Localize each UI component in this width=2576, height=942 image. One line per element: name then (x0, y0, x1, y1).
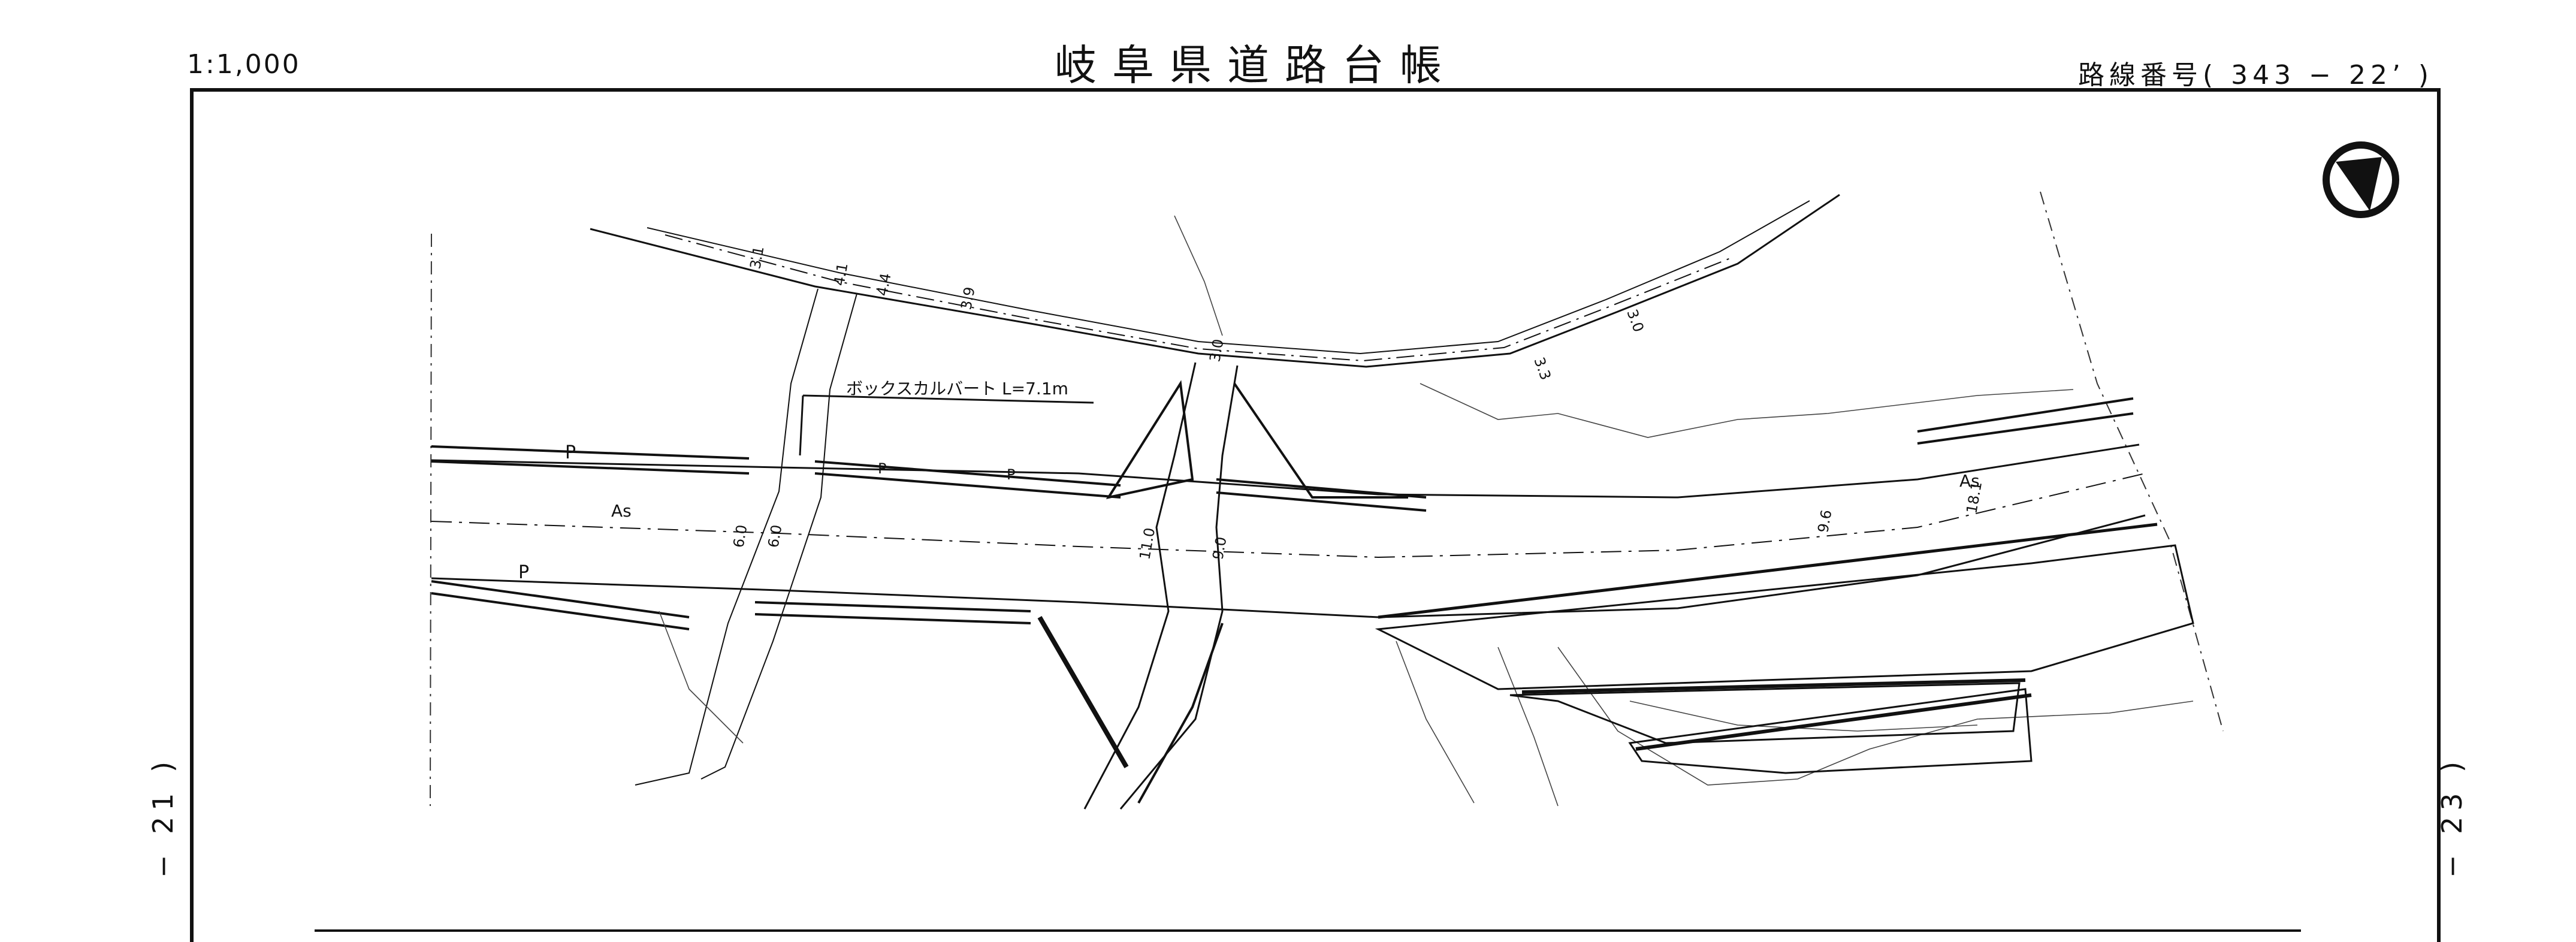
crossing-road (1037, 362, 1408, 810)
width-label: 3.0 (1206, 338, 1227, 363)
width-labels: 3.1 4.1 4.4 3.9 3.0 3.3 3.0 6.0 6.0 11.0… (730, 245, 1985, 561)
width-label: 9.0 (1209, 536, 1230, 561)
surface-label: As (611, 501, 632, 521)
width-label: 11.0 (1136, 527, 1158, 561)
width-label: 3.3 (1530, 355, 1554, 382)
parking-label: P (1007, 466, 1015, 483)
retaining-walls (1375, 523, 2194, 774)
map-scale: 1:1,000 (187, 49, 301, 80)
culvert-label: ボックスカルバート L=7.1m (846, 379, 1068, 398)
width-label: 9.6 (1814, 509, 1835, 534)
parking-label: P (518, 562, 529, 583)
route-number: 路線番号( 343 − 22’ ) (2078, 60, 2434, 90)
area-boundaries (430, 191, 2224, 807)
width-label: 3.1 (747, 245, 767, 270)
curb-strips (431, 397, 2134, 630)
parking-label: P (565, 442, 576, 463)
upper-road (590, 194, 1840, 786)
width-label: 4.4 (874, 272, 894, 297)
culvert-marker (799, 394, 1094, 456)
page-title: 岐阜県道路台帳 (1055, 41, 1457, 90)
map-frame (190, 88, 2441, 942)
width-label: 6.0 (765, 524, 785, 549)
width-label: 3.9 (958, 286, 978, 311)
north-arrow-icon (2323, 141, 2399, 218)
parking-label: P (878, 460, 886, 477)
width-label: 3.0 (1623, 307, 1647, 334)
width-label: 4.1 (831, 262, 851, 287)
surface-label: As (1959, 471, 1980, 491)
width-label: 6.0 (730, 524, 750, 549)
